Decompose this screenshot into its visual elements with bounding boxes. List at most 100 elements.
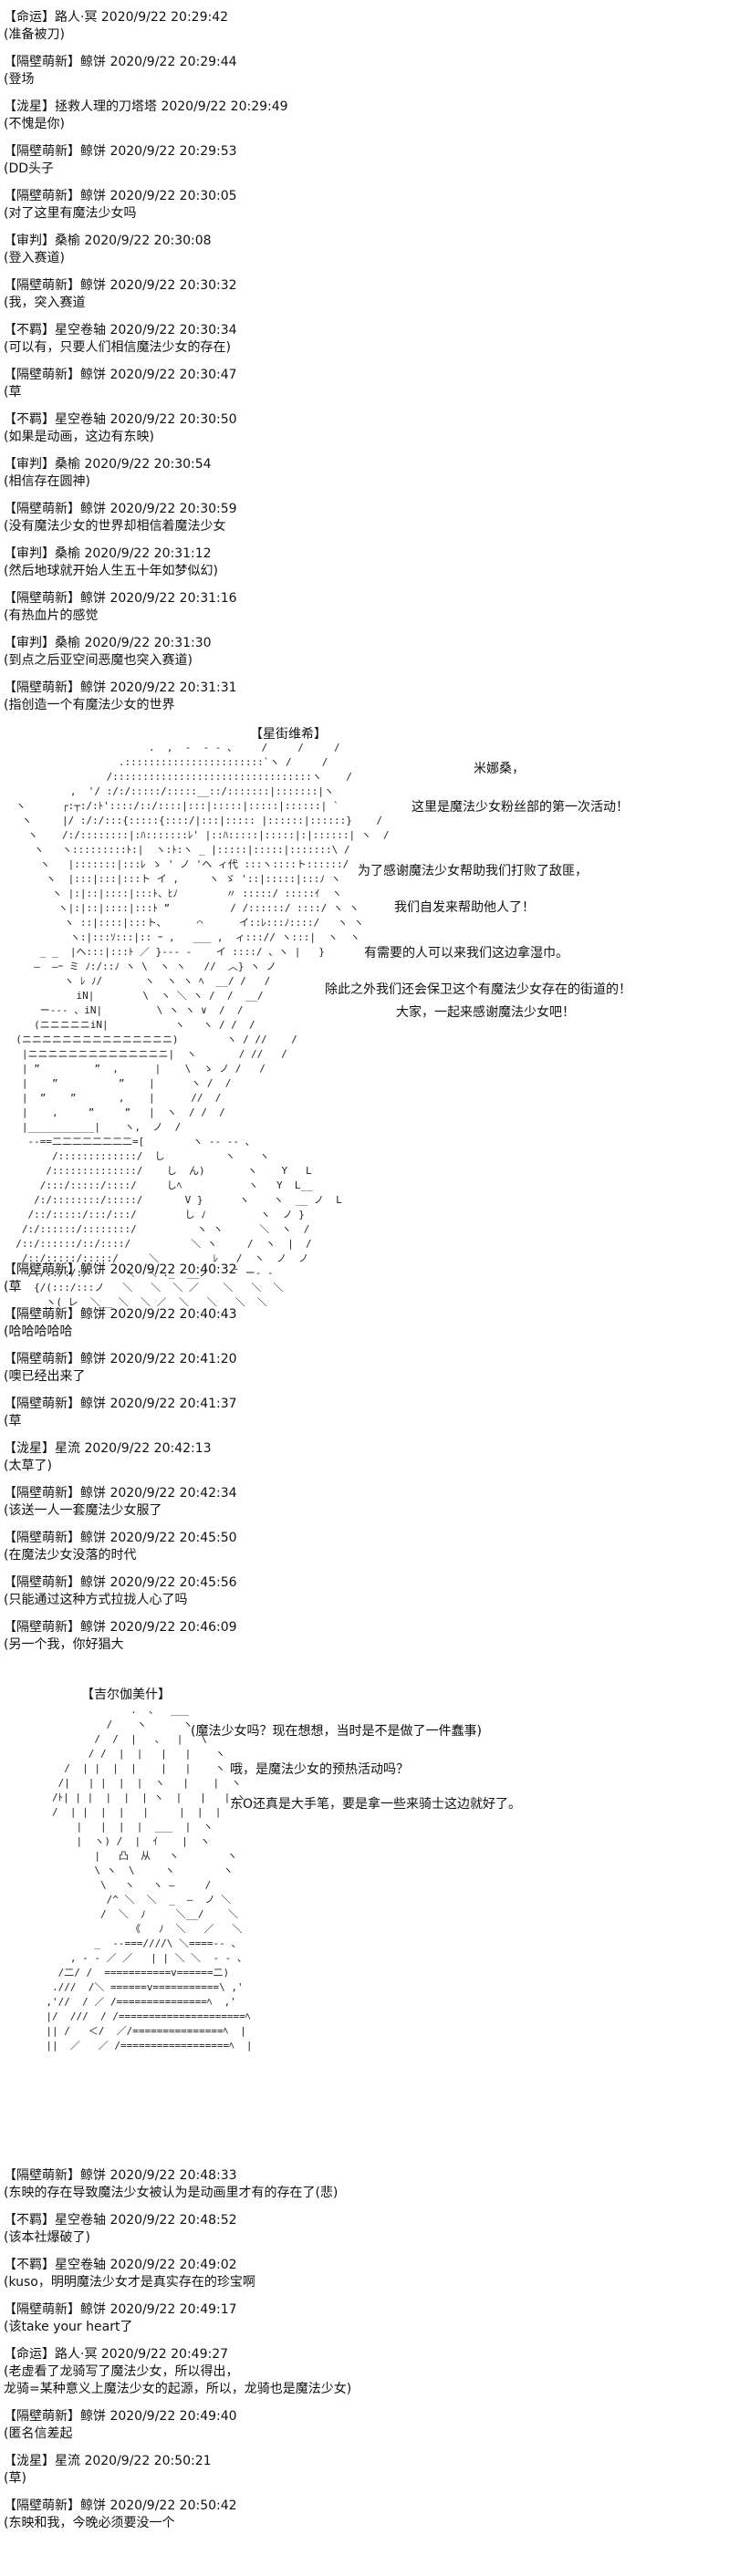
message-header: 【隔壁萌新】鲸饼 2020/9/22 20:45:56 bbox=[4, 1575, 237, 1590]
chat-message: 【命运】路人·冥 2020/9/22 20:29:42 (准备被刀) bbox=[4, 9, 734, 44]
message-header: 【隔壁萌新】鲸饼 2020/9/22 20:30:47 bbox=[4, 368, 237, 382]
message-text: (如果是动画，这边有东映) bbox=[4, 430, 154, 444]
chat-message: 【泷星】拯救人理的刀塔塔 2020/9/22 20:29:49 (不愧是你) bbox=[4, 99, 734, 133]
message-header: 【隔壁萌新】鲸饼 2020/9/22 20:41:20 bbox=[4, 1352, 237, 1366]
message-header: 【隔壁萌新】鲸饼 2020/9/22 20:31:31 bbox=[4, 680, 237, 695]
chat-message: 【隔壁萌新】鲸饼 2020/9/22 20:31:16 (有热血片的感觉 bbox=[4, 590, 734, 625]
message-text: (草) bbox=[4, 2471, 26, 2486]
chat-message: 【隔壁萌新】鲸饼 2020/9/22 20:48:33 (东映的存在导致魔法少女被… bbox=[4, 2167, 734, 2202]
message-text: (该take your heart了 bbox=[4, 2320, 133, 2334]
message-header: 【不羁】星空卷轴 2020/9/22 20:30:50 bbox=[4, 412, 237, 427]
message-text: (我，突入赛道 bbox=[4, 296, 86, 310]
art-title: 【吉尔伽美什】 bbox=[81, 1688, 171, 1702]
message-text: (可以有，只要人们相信魔法少女的存在) bbox=[4, 340, 231, 355]
message-text: (在魔法少女没落的时代 bbox=[4, 1548, 137, 1563]
message-header: 【隔壁萌新】鲸饼 2020/9/22 20:40:43 bbox=[4, 1307, 237, 1322]
speech-line: 大家，一起来感谢魔法少女吧！ bbox=[396, 1005, 575, 1020]
message-header: 【不羁】星空卷轴 2020/9/22 20:48:52 bbox=[4, 2213, 237, 2228]
chat-message: 【隔壁萌新】鲸饼 2020/9/22 20:45:56 (只能通过这种方式拉拢人心… bbox=[4, 1574, 734, 1609]
speech-line: 这里是魔法少女粉丝部的第一次活动！ bbox=[412, 800, 629, 815]
chat-message: 【隔壁萌新】鲸饼 2020/9/22 20:29:44(登场 bbox=[4, 54, 734, 88]
ascii-art-figure: . , ‐ ‐ - 、 / / / .:::::::::::::::::::::… bbox=[16, 742, 390, 1308]
message-list-a: 【命运】路人·冥 2020/9/22 20:29:42 (准备被刀) 【隔壁萌新】鲸… bbox=[4, 9, 734, 714]
message-text: (准备被刀) bbox=[4, 27, 65, 42]
chat-message: 【隔壁萌新】鲸饼 2020/9/22 20:30:32 (我，突入赛道 bbox=[4, 277, 734, 312]
message-text: (不愧是你) bbox=[4, 117, 65, 131]
chat-message: 【隔壁萌新】鲸饼 2020/9/22 20:45:50 (在魔法少女没落的时代 bbox=[4, 1530, 734, 1564]
chat-message: 【不羁】星空卷轴 2020/9/22 20:30:50 (如果是动画，这边有东映) bbox=[4, 411, 734, 446]
message-text: (登入赛道) bbox=[4, 251, 65, 265]
message-header: 【隔壁萌新】鲸饼 2020/9/22 20:29:53 bbox=[4, 144, 237, 159]
message-header: 【审判】桑榆 2020/9/22 20:30:08 bbox=[4, 234, 212, 248]
message-text: (哈哈哈哈哈 bbox=[4, 1324, 73, 1339]
message-text: (到点之后亚空间恶魔也突入赛道) bbox=[4, 653, 193, 668]
message-header: 【隔壁萌新】鲸饼 2020/9/22 20:42:34 bbox=[4, 1486, 237, 1501]
message-text: (草 bbox=[4, 1414, 22, 1428]
chat-message: 【隔壁萌新】鲸饼 2020/9/22 20:40:43 (哈哈哈哈哈 bbox=[4, 1306, 734, 1341]
message-text: (对了这里有魔法少女吗 bbox=[4, 206, 137, 221]
chat-message: 【审判】桑榆 2020/9/22 20:31:30(到点之后亚空间恶魔也突入赛道… bbox=[4, 635, 734, 670]
chat-message: 【审判】桑榆 2020/9/22 20:30:08 (登入赛道) bbox=[4, 233, 734, 267]
chat-message: 【隔壁萌新】鲸饼 2020/9/22 20:29:53(DD头子 bbox=[4, 143, 734, 178]
chat-message: 【隔壁萌新】鲸饼 2020/9/22 20:46:09 (另一个我，你好猖大 bbox=[4, 1619, 734, 1654]
chat-message: 【隔壁萌新】鲸饼 2020/9/22 20:50:42 (东映和我，今晚必须要没一… bbox=[4, 2498, 734, 2532]
chat-message: 【隔壁萌新】鲸饼 2020/9/22 20:30:05 (对了这里有魔法少女吗 bbox=[4, 188, 734, 223]
speech-line: (魔法少女吗？现在想想，当时是不是做了一件蠢事) bbox=[191, 1724, 482, 1739]
message-header: 【隔壁萌新】鲸饼 2020/9/22 20:46:09 bbox=[4, 1620, 237, 1635]
message-text: (相信存在圆神) bbox=[4, 474, 90, 489]
message-list-c: 【隔壁萌新】鲸饼 2020/9/22 20:48:33 (东映的存在导致魔法少女被… bbox=[4, 2167, 734, 2532]
message-text: (只能通过这种方式拉拢人心了吗 bbox=[4, 1593, 188, 1607]
message-header: 【隔壁萌新】鲸饼 2020/9/22 20:48:33 bbox=[4, 2168, 237, 2183]
chat-message: 【隔壁萌新】鲸饼 2020/9/22 20:41:37 (草 bbox=[4, 1396, 734, 1430]
message-text: (该送一人一套魔法少女服了 bbox=[4, 1503, 162, 1518]
message-header: 【隔壁萌新】鲸饼 2020/9/22 20:45:50 bbox=[4, 1531, 237, 1545]
message-text: (然后地球就开始人生五十年如梦似幻) bbox=[4, 564, 218, 578]
message-header: 【隔壁萌新】鲸饼 2020/9/22 20:30:59 bbox=[4, 502, 237, 516]
message-header: 【隔壁萌新】鲸饼 2020/9/22 20:31:16 bbox=[4, 591, 237, 606]
message-text: (登场 bbox=[4, 72, 35, 87]
message-text: (东映和我，今晚必须要没一个 bbox=[4, 2516, 175, 2530]
chat-message: 【隔壁萌新】鲸饼 2020/9/22 20:30:59(没有魔法少女的世界却相信… bbox=[4, 501, 734, 535]
message-header: 【不羁】星空卷轴 2020/9/22 20:49:02 bbox=[4, 2258, 237, 2272]
message-header: 【隔壁萌新】鲸饼 2020/9/22 20:41:37 bbox=[4, 1397, 237, 1411]
message-text: (噢已经出来了 bbox=[4, 1369, 86, 1384]
ascii-art-hoshimachi: 【星街维希】 . , ‐ ‐ - 、 / / / .::::::::::::::… bbox=[4, 724, 734, 1308]
message-text: (东映的存在导致魔法少女被认为是动画里才有的存在了(悲) bbox=[4, 2186, 339, 2200]
message-header: 【泷星】拯救人理的刀塔塔 2020/9/22 20:29:49 bbox=[4, 99, 288, 114]
message-header: 【隔壁萌新】鲸饼 2020/9/22 20:30:05 bbox=[4, 189, 237, 203]
speech-line: 有需要的人可以来我们这边拿湿巾。 bbox=[364, 946, 568, 961]
message-header: 【隔壁萌新】鲸饼 2020/9/22 20:30:32 bbox=[4, 278, 237, 293]
message-text: (有热血片的感觉 bbox=[4, 608, 99, 623]
chat-message: 【不羁】星空卷轴 2020/9/22 20:48:52(该本社爆破了) bbox=[4, 2212, 734, 2247]
message-text: (指创造一个有魔法少女的世界 bbox=[4, 698, 175, 712]
art-title: 【星街维希】 bbox=[250, 727, 327, 742]
message-header: 【命运】路人·冥 2020/9/22 20:49:27 bbox=[4, 2347, 229, 2362]
chat-message: 【命运】路人·冥 2020/9/22 20:49:27(老虚看了龙骑写了魔法少女… bbox=[4, 2346, 734, 2398]
chat-message: 【审判】桑榆 2020/9/22 20:31:12(然后地球就开始人生五十年如梦… bbox=[4, 545, 734, 580]
message-header: 【隔壁萌新】鲸饼 2020/9/22 20:49:40 bbox=[4, 2409, 237, 2424]
speech-line: 为了感谢魔法少女帮助我们打败了敌匪， bbox=[358, 864, 588, 878]
thread-log: 【命运】路人·冥 2020/9/22 20:29:42 (准备被刀) 【隔壁萌新】鲸… bbox=[4, 4, 734, 2542]
message-header: 【隔壁萌新】鲸饼 2020/9/22 20:49:17 bbox=[4, 2302, 237, 2317]
message-header: 【审判】桑榆 2020/9/22 20:30:54 bbox=[4, 457, 212, 472]
message-text: (匿名信差起 bbox=[4, 2426, 73, 2441]
message-text: (草 bbox=[4, 385, 22, 400]
message-text: (kuso，明明魔法少女才是真实存在的珍宝啊 bbox=[4, 2275, 255, 2290]
speech-line: 哦，是魔法少女的预热活动吗？ bbox=[230, 1762, 409, 1777]
message-header: 【命运】路人·冥 2020/9/22 20:29:42 bbox=[4, 10, 229, 25]
chat-message: 【隔壁萌新】鲸饼 2020/9/22 20:31:31 (指创造一个有魔法少女的世… bbox=[4, 680, 734, 714]
chat-message: 【审判】桑榆 2020/9/22 20:30:54 (相信存在圆神) bbox=[4, 456, 734, 491]
chat-message: 【隔壁萌新】鲸饼 2020/9/22 20:49:17 (该take your h… bbox=[4, 2301, 734, 2336]
chat-message: 【隔壁萌新】鲸饼 2020/9/22 20:42:34 (该送一人一套魔法少女服了 bbox=[4, 1485, 734, 1520]
message-text: (另一个我，你好猖大 bbox=[4, 1637, 124, 1652]
chat-message: 【隔壁萌新】鲸饼 2020/9/22 20:41:20 (噢已经出来了 bbox=[4, 1351, 734, 1386]
chat-message: 【隔壁萌新】鲸饼 2020/9/22 20:49:40 (匿名信差起 bbox=[4, 2408, 734, 2443]
message-header: 【泷星】星流 2020/9/22 20:42:13 bbox=[4, 1441, 212, 1456]
chat-message: 【不羁】星空卷轴 2020/9/22 20:30:34 (可以有，只要人们相信魔法… bbox=[4, 322, 734, 357]
message-text: (太草了) bbox=[4, 1459, 52, 1473]
speech-line: 东O还真是大手笔，要是拿一些来骑士这边就好了。 bbox=[230, 1797, 522, 1812]
message-header: 【隔壁萌新】鲸饼 2020/9/22 20:50:42 bbox=[4, 2498, 237, 2513]
message-header: 【不羁】星空卷轴 2020/9/22 20:30:34 bbox=[4, 323, 237, 338]
speech-line: 我们自发来帮助他人了！ bbox=[394, 900, 535, 915]
chat-message: 【不羁】星空卷轴 2020/9/22 20:49:02 (kuso，明明魔法少女才… bbox=[4, 2257, 734, 2291]
